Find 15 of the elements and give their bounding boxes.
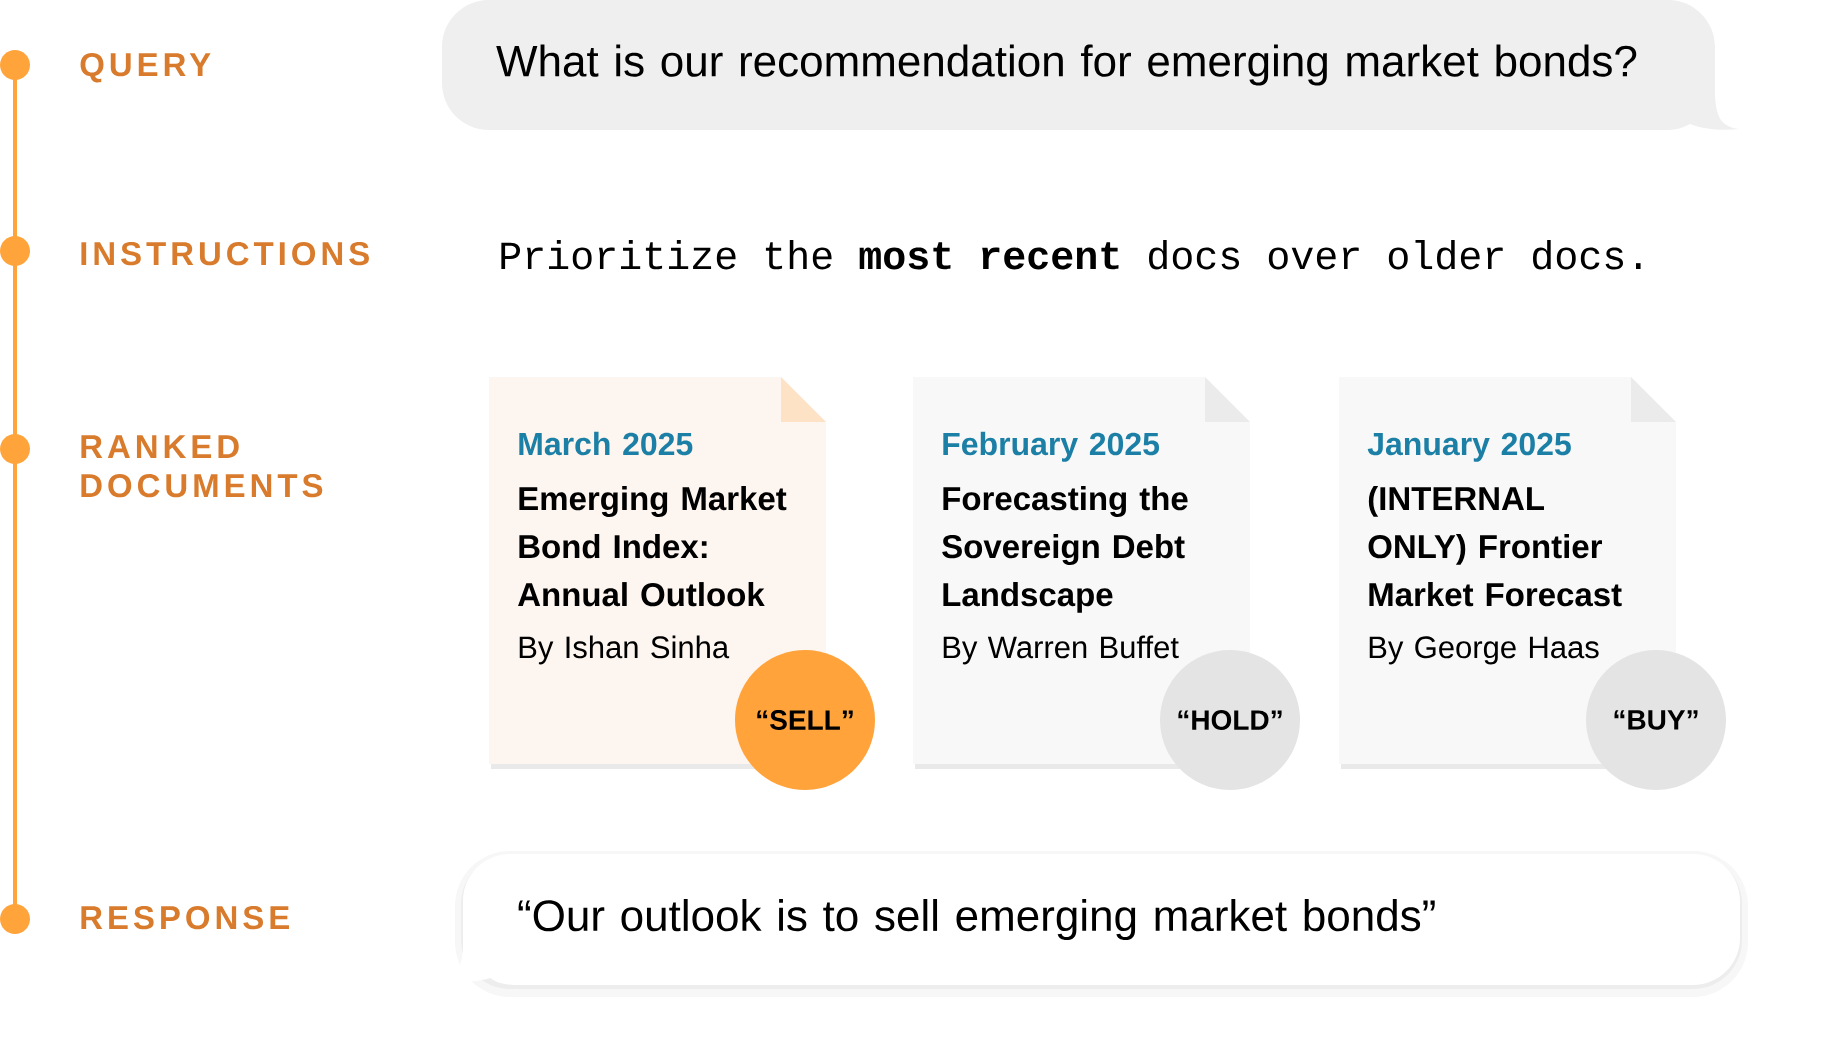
speech-bubble: What is our recommendation for emerging market bonds?: [442, 0, 1739, 130]
author-text: By Ishan Sinha: [519, 635, 730, 665]
section-heading: RESPONSE: [81, 905, 289, 930]
document-title: Emerging Market Bond Index: Annual Outlook: [518, 486, 787, 607]
speech-bubble: “Our outlook is to sell emerging market bonds”: [441, 851, 1748, 997]
section-heading: RANKED DOCUMENTS: [81, 435, 323, 498]
section-heading: INSTRUCTIONS: [81, 241, 369, 266]
document-title: Forecasting the Sovereign Debt Landscape: [942, 486, 1188, 613]
document-title: (INTERNAL ONLY) Frontier Market Forecast: [1368, 486, 1622, 607]
date-text: February 2025: [943, 431, 1160, 462]
rating-badge: “SELL”: [735, 650, 875, 790]
date-text: January 2025: [1367, 432, 1571, 462]
date-text: March 2025: [519, 431, 693, 456]
section-heading: QUERY: [80, 52, 211, 83]
instruction-text: Prioritize the most recent docs over older docs.: [501, 240, 1641, 270]
